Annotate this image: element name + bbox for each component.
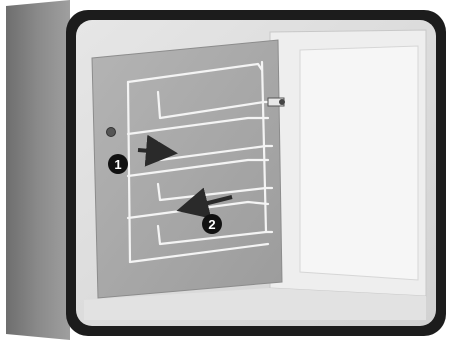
back-wall-panel bbox=[300, 46, 418, 280]
rear-fixing-pin bbox=[268, 98, 285, 106]
shelf-level-2: 2 bbox=[60, 207, 65, 216]
shelf-level-5: 5 bbox=[60, 75, 65, 84]
step-2-number: 2 bbox=[208, 217, 215, 232]
shelf-level-1: 1 bbox=[60, 251, 65, 260]
step-1-badge: 1 bbox=[108, 154, 128, 174]
step-1-number: 1 bbox=[114, 157, 121, 172]
front-fixing-screw bbox=[107, 128, 116, 137]
step-2-badge: 2 bbox=[202, 214, 222, 234]
step-1-arrow bbox=[138, 150, 162, 152]
shelf-level-4: 4 bbox=[60, 121, 65, 130]
shelf-level-3: 3 bbox=[60, 165, 65, 174]
